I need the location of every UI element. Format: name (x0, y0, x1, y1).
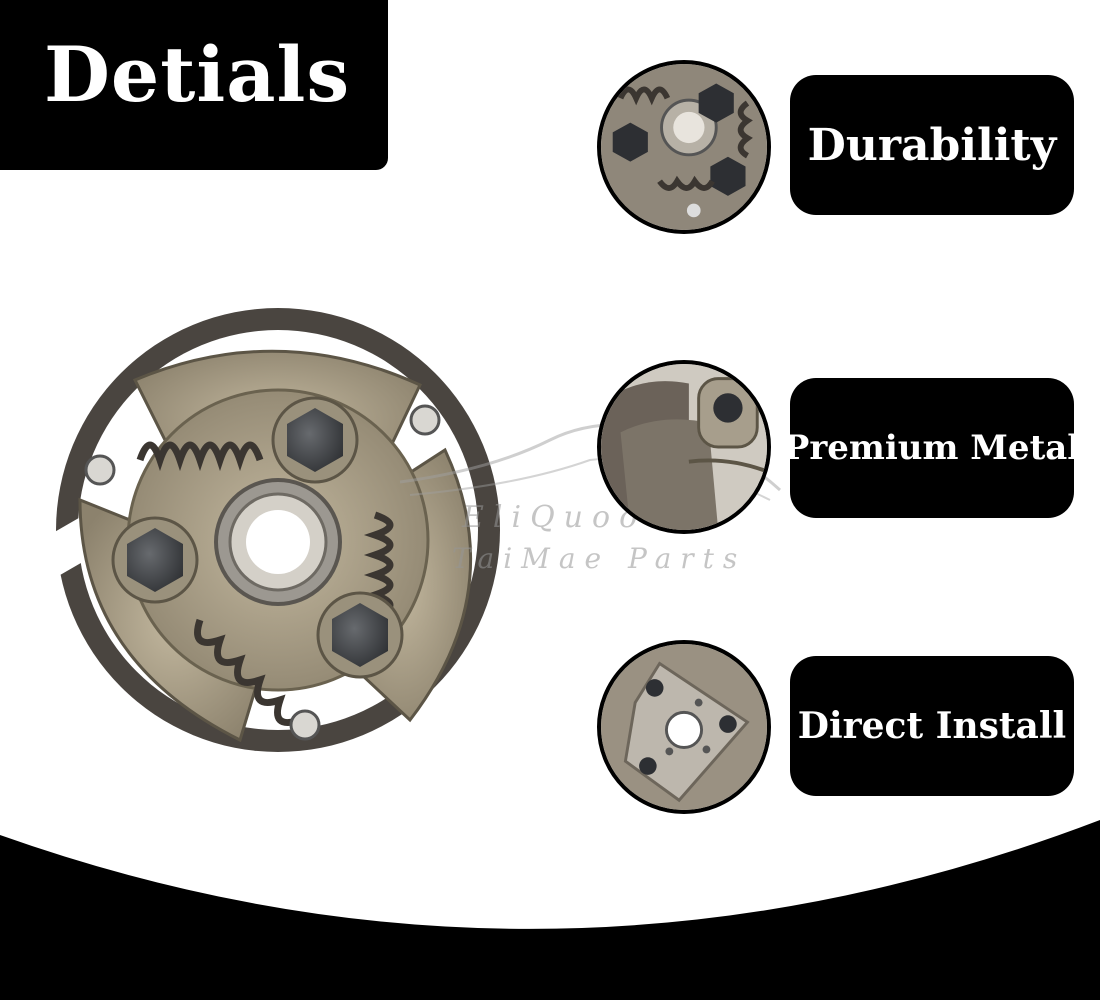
clutch-assembly-image (16, 300, 520, 770)
durability-thumbnail (597, 60, 771, 234)
clutch-closeup-springs-icon (601, 64, 767, 230)
page-title: Detials (44, 30, 351, 119)
feature-label-text: Direct Install (797, 705, 1067, 747)
feature-label-durability: Durability (790, 75, 1074, 215)
feature-label-direct-install: Direct Install (790, 656, 1074, 796)
bottom-curve-decoration (0, 820, 1100, 1000)
title-banner: Detials (0, 0, 388, 170)
direct-install-thumbnail (597, 640, 771, 814)
feature-label-text: Premium Metal (783, 428, 1081, 468)
clutch-hub-plate-icon (601, 644, 767, 810)
feature-label-premium-metal: Premium Metal (784, 378, 1080, 518)
feature-label-text: Durability (807, 119, 1057, 171)
watermark: EliQuooo TaiMae Parts (370, 400, 790, 600)
clutch-icon (16, 308, 500, 752)
clutch-shoe-closeup-icon (601, 364, 767, 530)
watermark-parts: TaiMae Parts (452, 542, 747, 575)
premium-metal-thumbnail (597, 360, 771, 534)
